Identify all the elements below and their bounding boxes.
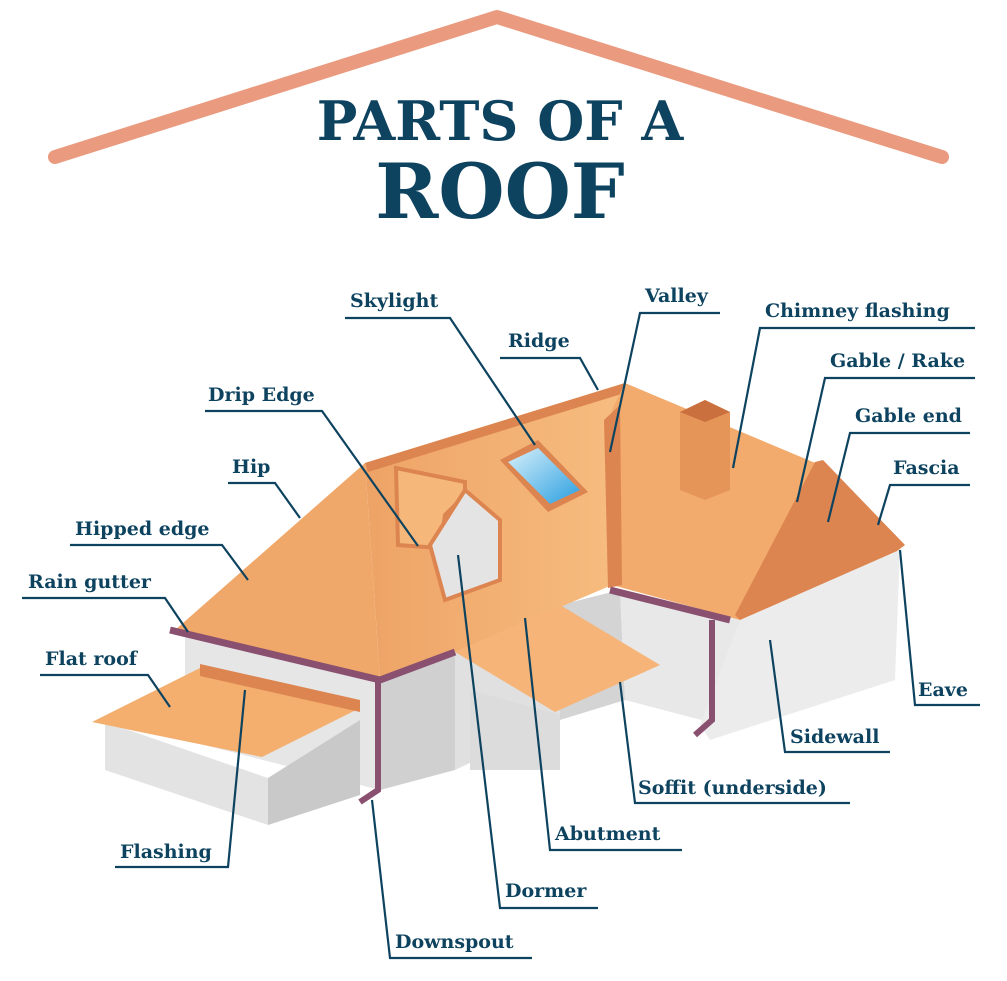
label-flashing: Flashing xyxy=(115,689,247,869)
svg-text:Valley: Valley xyxy=(644,285,709,307)
label-fascia: Fascia xyxy=(876,457,970,526)
title-line-2: ROOF xyxy=(375,147,625,236)
label-soffit: Soffit (underside) xyxy=(618,681,850,805)
label-dormer: Dormer xyxy=(456,554,598,910)
label-valley: Valley xyxy=(608,285,720,453)
svg-text:Skylight: Skylight xyxy=(350,290,438,312)
title-line-1: PARTS OF A xyxy=(317,89,685,153)
svg-text:Gable / Rake: Gable / Rake xyxy=(830,350,965,372)
label-chimney-flashing: Chimney flashing xyxy=(731,300,975,469)
svg-text:Sidewall: Sidewall xyxy=(790,726,879,748)
label-flat-roof: Flat roof xyxy=(40,648,171,708)
label-rain-gutter: Rain gutter xyxy=(22,571,189,633)
label-gable-end: Gable end xyxy=(826,405,970,523)
svg-text:Chimney flashing: Chimney flashing xyxy=(765,300,950,322)
svg-text:Hip: Hip xyxy=(232,456,270,478)
svg-text:Flashing: Flashing xyxy=(120,841,212,863)
svg-text:Dormer: Dormer xyxy=(505,880,587,902)
label-gable-rake: Gable / Rake xyxy=(795,350,975,503)
label-sidewall: Sidewall xyxy=(768,639,890,754)
label-ridge: Ridge xyxy=(500,330,599,391)
house-illustration xyxy=(92,383,905,825)
svg-text:Eave: Eave xyxy=(918,679,968,701)
roof-outline-decoration xyxy=(48,10,949,164)
svg-text:Soffit (underside): Soffit (underside) xyxy=(638,777,827,799)
svg-text:Fascia: Fascia xyxy=(893,457,960,479)
label-drip-edge: Drip Edge xyxy=(205,384,419,547)
svg-text:Rain gutter: Rain gutter xyxy=(28,571,152,593)
svg-text:Hipped edge: Hipped edge xyxy=(75,518,209,540)
svg-text:Drip Edge: Drip Edge xyxy=(208,384,315,406)
label-hipped-edge: Hipped edge xyxy=(70,518,249,581)
svg-text:Gable end: Gable end xyxy=(855,405,962,427)
label-skylight: Skylight xyxy=(345,290,536,446)
label-hip: Hip xyxy=(228,456,301,519)
label-eave: Eave xyxy=(898,549,980,707)
svg-text:Abutment: Abutment xyxy=(554,823,661,845)
svg-text:Ridge: Ridge xyxy=(508,330,570,352)
label-downspout: Downspout xyxy=(370,799,532,960)
svg-text:Downspout: Downspout xyxy=(395,931,514,953)
label-abutment: Abutment xyxy=(523,617,682,852)
svg-text:Flat roof: Flat roof xyxy=(45,648,139,670)
